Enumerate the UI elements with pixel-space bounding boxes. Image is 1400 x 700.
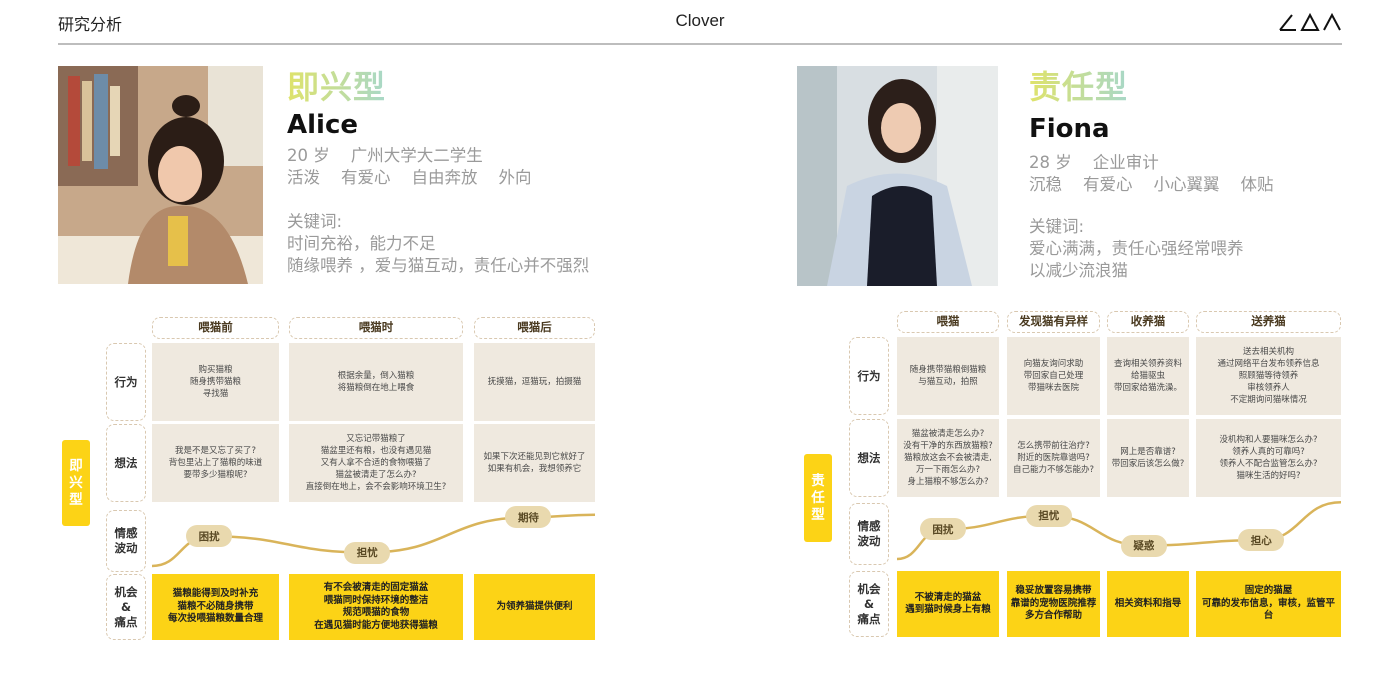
keywords-line1-alice: 时间充裕，能力不足 <box>287 234 436 253</box>
persona-side-tab: 责任型 <box>804 454 832 542</box>
keywords-line2-fiona: 以减少流浪猫 <box>1029 261 1128 280</box>
row-label: 情感波动 <box>106 510 146 572</box>
keywords-label-alice: 关键词: <box>287 212 343 231</box>
behavior-cell: 随身携带猫粮倒猫粮与猫互动，拍照 <box>897 337 999 415</box>
row-label: 行为 <box>106 343 146 421</box>
row-label: 行为 <box>849 337 889 415</box>
opportunity-cell: 为领养猫提供便利 <box>474 574 595 640</box>
phase-header: 喂猫前 <box>152 317 279 339</box>
keywords-line1-fiona: 爱心满满，责任心强经常喂养 <box>1029 239 1244 258</box>
thoughts-cell: 怎么携带前往治疗?附近的医院靠谱吗?自己能力不够怎能办? <box>1007 419 1100 497</box>
thoughts-cell: 没机构和人要猫咪怎么办?领养人真的可靠吗?领养人不配合监管怎么办?猫咪生活的好吗… <box>1196 419 1341 497</box>
brand-logo-icon <box>1279 12 1341 31</box>
thoughts-cell: 我是不是又忘了买了?背包里沾上了猫粮的味道要带多少猫粮呢? <box>152 424 279 502</box>
keywords-label-fiona: 关键词: <box>1029 217 1085 236</box>
phase-header: 喂猫后 <box>474 317 595 339</box>
thoughts-cell: 网上是否靠谱?带回家后该怎么做? <box>1107 419 1189 497</box>
persona-info-line2-alice: 活泼 有爱心 自由奔放 外向 <box>287 168 532 187</box>
emotion-pill: 担忧 <box>1025 504 1072 527</box>
behavior-cell: 向猫友询问求助带回家自己处理带猫咪去医院 <box>1007 337 1100 415</box>
persona-photo-alice <box>58 66 263 284</box>
thoughts-cell: 又忘记带猫粮了猫盆里还有粮，也没有遇见猫又有人拿不合适的食物喂猫了猫盆被清走了怎… <box>289 424 463 502</box>
behavior-cell: 抚摸猫，逗猫玩，拍摄猫 <box>474 343 595 421</box>
opportunity-cell: 有不会被清走的固定猫盆喂猫同时保持环境的整洁规范喂猫的食物在遇见猫时能方便地获得… <box>289 574 463 640</box>
emotion-pill: 困扰 <box>186 525 233 548</box>
phase-header: 发现猫有异样 <box>1007 311 1100 333</box>
row-label: 机会&痛点 <box>106 574 146 640</box>
phase-header: 收养猫 <box>1107 311 1189 333</box>
persona-info-line2-fiona: 沉稳 有爱心 小心翼翼 体贴 <box>1029 175 1274 194</box>
emotion-pill: 疑惑 <box>1120 534 1167 557</box>
row-label: 想法 <box>106 424 146 502</box>
opportunity-cell: 稳妥放置容易携带靠谱的宠物医院推荐多方合作帮助 <box>1007 571 1100 637</box>
behavior-cell: 根据余量，倒入猫粮将猫粮倒在地上喂食 <box>289 343 463 421</box>
behavior-cell: 购买猫粮随身携带猫粮寻找猫 <box>152 343 279 421</box>
row-label: 机会&痛点 <box>849 571 889 637</box>
behavior-cell: 送去相关机构通过网络平台发布领养信息照顾猫等待领养审核领养人不定期询问猫咪情况 <box>1196 337 1341 415</box>
opportunity-cell: 猫粮能得到及时补充猫粮不必随身携带每次投喂猫粮数量合理 <box>152 574 279 640</box>
opportunity-cell: 相关资料和指导 <box>1107 571 1189 637</box>
persona-name-alice: Alice <box>287 110 358 140</box>
persona-photo-fiona <box>797 66 998 286</box>
emotion-pill: 困扰 <box>919 518 966 541</box>
phase-header: 送养猫 <box>1196 311 1341 333</box>
row-label: 情感波动 <box>849 503 889 565</box>
persona-info-line1-alice: 20 岁 广州大学大二学生 <box>287 146 483 165</box>
persona-info-line1-fiona: 28 岁 企业审计 <box>1029 153 1159 172</box>
thoughts-cell: 如果下次还能见到它就好了如果有机会，我想领养它 <box>474 424 595 502</box>
emotion-pill: 担忧 <box>344 541 391 564</box>
opportunity-cell: 固定的猫屋可靠的发布信息，审核，监管平台 <box>1196 571 1341 637</box>
persona-side-tab: 即兴型 <box>62 440 90 526</box>
header: 研究分析 Clover <box>58 0 1342 45</box>
opportunity-cell: 不被清走的猫盆遇到猫时候身上有粮 <box>897 571 999 637</box>
center-title: Clover <box>675 11 725 30</box>
keywords-line2-alice: 随缘喂养 ，爱与猫互动，责任心并不强烈 <box>287 256 590 275</box>
persona-type-alice: 即兴型 <box>287 62 386 108</box>
section-title: 研究分析 <box>58 15 123 34</box>
thoughts-cell: 猫盆被清走怎么办?没有干净的东西放猫粮?猫粮放这会不会被清走,万一下雨怎么办?身… <box>897 419 999 497</box>
emotion-pill: 期待 <box>505 506 552 529</box>
persona-type-fiona: 责任型 <box>1029 62 1128 108</box>
phase-header: 喂猫时 <box>289 317 463 339</box>
persona-name-fiona: Fiona <box>1029 114 1110 144</box>
phase-header: 喂猫 <box>897 311 999 333</box>
behavior-cell: 查询相关领养资料给猫驱虫带回家给猫洗澡。 <box>1107 337 1189 415</box>
emotion-pill: 担心 <box>1238 529 1285 552</box>
row-label: 想法 <box>849 419 889 497</box>
